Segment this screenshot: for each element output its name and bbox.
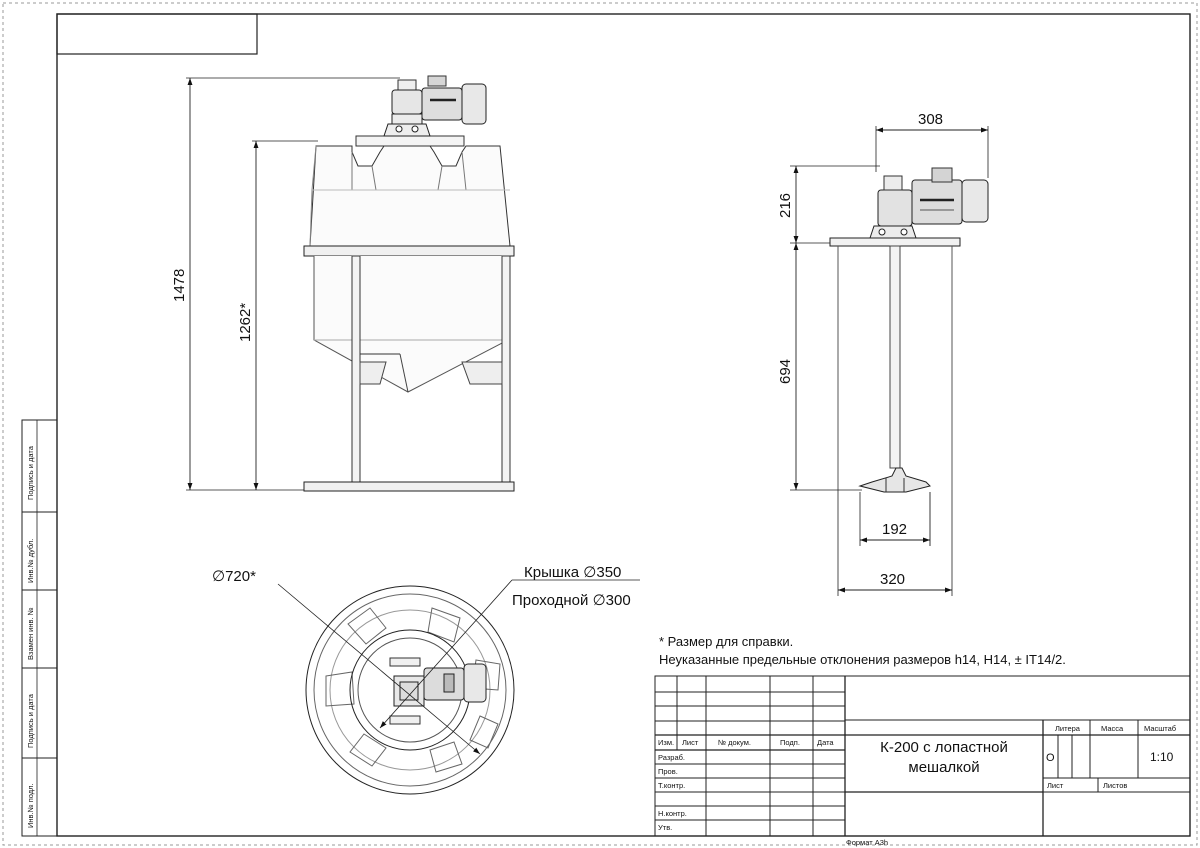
dim-720-label: ∅720* [212,568,256,585]
title-block [654,675,1191,837]
col-header-sign: Подп. [780,738,800,747]
side-label-5: Инв.№ подл. [26,783,35,828]
tank-front-view [303,75,515,492]
litera-label: Литера [1055,724,1081,733]
dim-192-label: 192 [882,521,907,538]
role-approved: Утв. [658,823,672,832]
side-label-3: Взамен инв. № [26,607,35,660]
role-norm-control: Н.контр. [658,809,687,818]
dim-192: 192 [859,492,931,546]
sheets-label: Листов [1103,781,1127,790]
sheet-label: Лист [1047,781,1064,790]
top-view-leaders: ∅720* Крышка ∅350 Проходной ∅300 [212,564,640,755]
col-header-izm: Изм. [658,738,674,747]
litera-value: О [1046,752,1055,764]
scale-value: 1:10 [1150,750,1174,764]
format-label: Формат А3h [846,838,888,847]
tank-top-view [305,585,515,795]
col-header-doc: № докум. [718,738,751,747]
mixer-side-view [829,167,989,493]
note-line-2: Неуказанные предельные отклонения размер… [659,652,1066,667]
dim-1262: 1262* [237,140,318,490]
drawing-title-line-1: К-200 с лопастной [880,739,1008,756]
drawing-frame [56,13,1191,837]
top-left-box [56,13,258,55]
dim-694-label: 694 [777,359,794,384]
dim-216-label: 216 [777,193,794,218]
title-block-text: Изм. Лист № докум. Подп. Дата Разраб. Пр… [658,724,1176,832]
passage-label: Проходной ∅300 [512,592,631,609]
front-motor [383,75,487,137]
dim-320-label: 320 [880,571,905,588]
dim-308: 308 [875,111,989,178]
dim-1478-label: 1478 [171,269,188,302]
dim-320: 320 [837,490,953,596]
lid-label: Крышка ∅350 [524,564,621,581]
scale-label: Масштаб [1144,724,1176,733]
mass-label: Масса [1101,724,1124,733]
dim-308-label: 308 [918,111,943,128]
dim-694: 694 [777,243,862,491]
col-header-list: Лист [682,738,699,747]
role-developer: Разраб. [658,753,685,762]
side-label-2: Инв.№ дубл. [26,539,35,583]
note-line-1: * Размер для справки. [659,634,793,649]
drawing-title-line-2: мешалкой [908,759,979,776]
side-strip: Подпись и дата Инв.№ дубл. Взамен инв. №… [21,419,58,837]
dim-1478: 1478 [171,77,400,491]
side-label-1: Подпись и дата [26,445,35,500]
role-checker: Пров. [658,767,678,776]
dim-216: 216 [777,165,880,244]
side-motor [869,167,989,239]
side-label-4: Подпись и дата [26,693,35,748]
col-header-date: Дата [817,738,834,747]
dim-1262-label: 1262* [237,303,254,342]
role-tech-control: Т.контр. [658,781,685,790]
